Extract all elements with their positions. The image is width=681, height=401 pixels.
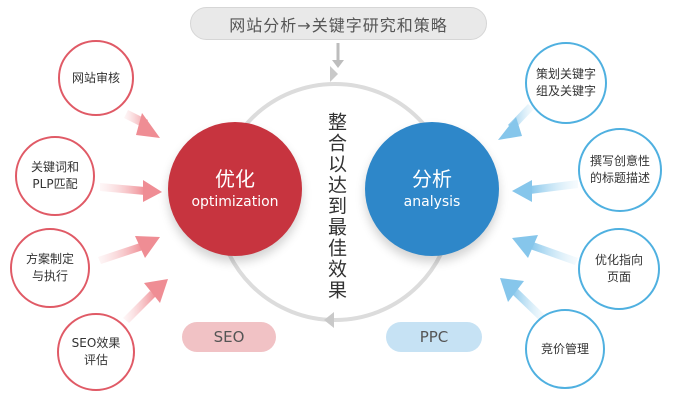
ppc-pill-label: PPC [419,328,449,346]
right-arrow-1-icon [498,104,534,140]
left-item-site-audit: 网站审核 [58,40,134,116]
left-arrow-3-icon [98,236,160,264]
right-item-creative-titles: 撰写创意性 的标题描述 [578,128,662,212]
analysis-zh: 分析 [412,167,452,191]
ring-arrow-top-icon [330,66,338,82]
analysis-circle: 分析 analysis [365,122,499,256]
left-item-seo-evaluation: SEO效果 评估 [57,313,135,391]
left-item-label: 网站审核 [71,70,120,85]
top-banner-text: 网站分析→关键字研究和策略 [229,15,448,35]
right-item-landing-pages: 优化指向 页面 [578,228,660,310]
seo-pill-label: SEO [213,328,245,346]
right-item-bid-management: 竞价管理 [525,309,605,389]
right-arrow-4-icon [500,278,545,320]
right-item-keyword-groups: 策划关键字 组及关键字 [525,42,607,124]
left-arrow-2-icon [100,180,162,202]
left-item-plan-execution: 方案制定 与执行 [10,228,90,308]
right-item-label: 策划关键字 组及关键字 [535,67,596,98]
right-item-label: 竞价管理 [540,341,589,356]
left-item-label: SEO效果 评估 [71,336,121,367]
left-arrow-4-icon [123,279,168,323]
analysis-en: analysis [403,194,461,210]
optimization-zh: 优化 [215,167,255,191]
optimization-circle: 优化 optimization [168,122,302,256]
seo-pill: SEO [182,322,276,352]
left-arrow-1-icon [124,110,160,138]
optimization-en: optimization [191,194,279,210]
right-arrow-2-icon [512,180,578,202]
right-item-label: 优化指向 页面 [594,253,643,284]
right-arrow-3-icon [512,235,578,265]
left-item-label: 方案制定 与执行 [25,252,74,283]
ring-arrow-bottom-icon [324,312,334,328]
left-item-keyword-plp: 关键词和 PLP匹配 [15,136,95,216]
right-item-label: 撰写创意性 的标题描述 [589,154,650,185]
ppc-pill: PPC [386,322,482,352]
top-banner: 网站分析→关键字研究和策略 [190,7,487,40]
left-item-label: 关键词和 PLP匹配 [30,160,79,191]
center-vertical-text: 整合以达到最佳效果 [325,112,347,301]
